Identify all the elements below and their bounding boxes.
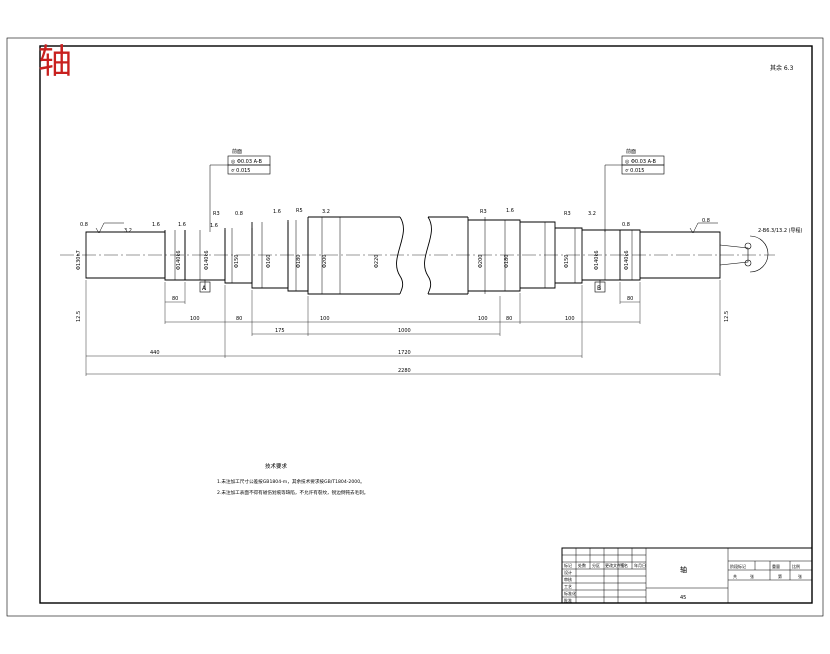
- svg-text:1.6: 1.6: [178, 222, 186, 228]
- svg-text:80: 80: [172, 296, 178, 302]
- svg-text:100: 100: [320, 316, 330, 322]
- center-hole-note: 2-B6.3/13.2 (导程): [758, 227, 803, 234]
- svg-text:Φ200: Φ200: [322, 255, 328, 268]
- svg-text:Φ150: Φ150: [564, 255, 570, 268]
- gdt-right-row2: ⌭ 0.015: [625, 168, 645, 174]
- datum-a: A: [199, 280, 211, 293]
- svg-text:R3: R3: [213, 211, 220, 217]
- svg-text:比例: 比例: [792, 563, 800, 569]
- svg-text:80: 80: [627, 296, 633, 302]
- svg-text:12.5: 12.5: [724, 311, 730, 322]
- material: 45: [680, 595, 686, 601]
- svg-text:R3: R3: [480, 209, 487, 215]
- svg-text:R3: R3: [564, 211, 571, 217]
- svg-text:张: 张: [750, 573, 754, 579]
- outer-border: [6, 37, 824, 617]
- svg-text:分区: 分区: [592, 562, 600, 568]
- gdt-left-row2: ⌭ 0.015: [231, 168, 251, 174]
- tech-line-1: 1.未注加工尺寸公差按GB1804-m，其余技术要求按GB/T1804-2000…: [217, 478, 365, 485]
- svg-text:第: 第: [778, 573, 782, 579]
- svg-text:Φ140k6: Φ140k6: [176, 250, 182, 270]
- inner-border: [39, 45, 813, 604]
- svg-text:12.5: 12.5: [76, 311, 82, 322]
- title-block: [561, 547, 813, 604]
- svg-text:年月日: 年月日: [634, 562, 646, 568]
- svg-text:1.6: 1.6: [210, 223, 218, 229]
- svg-text:Φ180: Φ180: [504, 255, 510, 268]
- title-block-text: 标记 处数 分区 更改文件号 签名 年月日 设计 审核 工艺 标准化 批准 阶段…: [564, 562, 802, 603]
- svg-text:签名: 签名: [620, 562, 628, 568]
- tech-requirements: 技术要求 1.未注加工尺寸公差按GB1804-m，其余技术要求按GB/T1804…: [217, 462, 368, 496]
- svg-text:3.2: 3.2: [588, 211, 596, 217]
- corner-title: 轴: [38, 42, 72, 82]
- svg-text:审核: 审核: [564, 576, 572, 582]
- svg-text:R5: R5: [296, 208, 303, 214]
- svg-text:1720: 1720: [398, 350, 411, 356]
- gdt-left-row1: ◎ Φ0.03 A-B: [231, 159, 263, 165]
- svg-text:0.8: 0.8: [235, 211, 243, 217]
- svg-text:Φ200: Φ200: [478, 255, 484, 268]
- svg-text:Φ220: Φ220: [374, 255, 380, 268]
- svg-text:1.6: 1.6: [273, 209, 281, 215]
- svg-text:A: A: [202, 285, 207, 292]
- svg-text:440: 440: [150, 350, 160, 356]
- svg-text:张: 张: [798, 573, 802, 579]
- svg-text:1.6: 1.6: [152, 222, 160, 228]
- svg-text:标准化: 标准化: [564, 590, 576, 596]
- roughness-symbols: [95, 222, 718, 234]
- svg-text:工艺: 工艺: [564, 584, 572, 589]
- svg-text:阶段标记: 阶段标记: [730, 563, 746, 569]
- svg-text:100: 100: [565, 316, 575, 322]
- svg-text:处数: 处数: [578, 562, 586, 568]
- gdt-right-label: 前面: [626, 148, 636, 155]
- roughness-left-callout: 0.8: [702, 218, 710, 224]
- datum-b: B: [594, 280, 606, 293]
- svg-text:标记: 标记: [564, 562, 572, 568]
- gdt-right-row1: ◎ Φ0.03 A-B: [625, 159, 657, 165]
- svg-text:0.8: 0.8: [622, 222, 630, 228]
- svg-text:Φ180: Φ180: [296, 255, 302, 268]
- center-hole-detail: [719, 235, 769, 273]
- surface-marks: 0.8 3.2 1.6 1.6 R3 1.6 0.8 1.6 R5 3.2 R3…: [80, 208, 630, 234]
- svg-text:批准: 批准: [564, 597, 572, 603]
- svg-text:Φ140k6: Φ140k6: [204, 250, 210, 270]
- svg-text:3.2: 3.2: [322, 209, 330, 215]
- tech-line-2: 2.未注加工表面不得有碰伤划痕等缺陷，不允许有裂纹，锐边倒钝去毛刺。: [217, 489, 368, 496]
- svg-text:2280: 2280: [398, 368, 411, 374]
- svg-text:1.6: 1.6: [506, 208, 514, 214]
- svg-text:80: 80: [506, 316, 512, 322]
- dimension-values: 80 100 80 175 100 1000 100 80 100 80 440…: [76, 296, 730, 374]
- svg-text:80: 80: [236, 316, 242, 322]
- svg-text:Φ140k6: Φ140k6: [594, 250, 600, 270]
- roughness-note: 其余 6.3: [770, 64, 794, 72]
- svg-text:Φ130h7: Φ130h7: [76, 250, 82, 270]
- svg-text:共: 共: [733, 573, 737, 579]
- part-name: 轴: [680, 565, 687, 574]
- svg-text:1000: 1000: [398, 328, 411, 334]
- svg-text:更改文件号: 更改文件号: [605, 562, 625, 568]
- diameter-labels: Φ130h7 Φ140k6 Φ140k6 Φ150 Φ160 Φ180 Φ200…: [76, 250, 630, 270]
- svg-text:3.2: 3.2: [124, 228, 132, 234]
- gdt-left-label: 前面: [232, 148, 242, 155]
- gdt-frame-left: 前面 ◎ Φ0.03 A-B ⌭ 0.015: [209, 148, 271, 232]
- svg-text:B: B: [597, 285, 601, 292]
- svg-text:100: 100: [190, 316, 200, 322]
- svg-text:0.8: 0.8: [80, 222, 88, 228]
- tech-heading: 技术要求: [265, 462, 288, 470]
- gdt-frame-right: 前面 ◎ Φ0.03 A-B ⌭ 0.015: [604, 148, 665, 232]
- svg-text:设计: 设计: [564, 569, 572, 575]
- svg-text:Φ160: Φ160: [266, 255, 272, 268]
- svg-text:175: 175: [275, 328, 285, 334]
- svg-text:重量: 重量: [772, 563, 780, 569]
- svg-text:Φ140k6: Φ140k6: [624, 250, 630, 270]
- svg-text:100: 100: [478, 316, 488, 322]
- svg-text:Φ150: Φ150: [234, 255, 240, 268]
- dimension-lines: [85, 280, 721, 376]
